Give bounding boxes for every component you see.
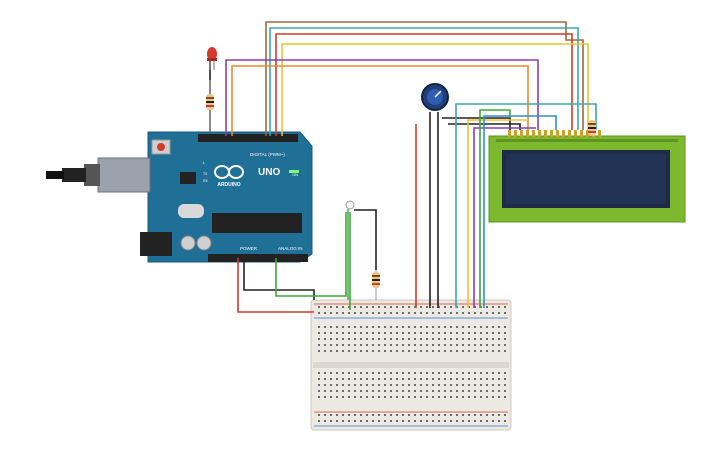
wires [209,21,597,313]
on-led-label: ON [292,172,298,177]
wire-black-power [243,258,315,300]
wire-teal-lcd [455,103,597,308]
wire-purple-top [225,59,539,136]
breadboard[interactable] [310,299,512,431]
l-led-label: L [203,161,205,165]
wire-brown [265,21,584,136]
wire-orange-top [231,65,529,136]
analog-pins-label: ANALOG IN [278,246,303,251]
resistor-led[interactable] [206,80,214,132]
digital-pins-label: DIGITAL (PWM~) [250,152,285,157]
wire-yellow-lcd [467,119,528,308]
resistor-photo[interactable] [372,270,380,300]
arduino-model-label: UNO [258,167,280,178]
red-led[interactable] [207,47,217,70]
power-pins-label: POWER [240,246,258,251]
wire-purple-lcd [473,127,536,308]
resistor-lcd[interactable] [588,120,596,136]
photoresistor[interactable] [345,200,355,300]
wire-green-lcd [479,109,511,308]
potentiometer-knob[interactable] [421,83,449,111]
wire-yellow-top [281,43,589,136]
wire-red-power [237,258,314,313]
arduino-uno-board[interactable]: ARDUINO UNO DIGITAL (PWM~) POWER ANALOG … [46,131,313,263]
rx-led-label: RX [203,179,209,183]
wire-blue-lcd [483,115,557,308]
wire-black-photo [354,209,377,270]
tx-led-label: TX [203,172,208,176]
wire-green-analog [275,212,347,297]
breadboard-holes [318,306,506,422]
arduino-logo-icon [214,165,244,179]
wire-teal [269,27,579,136]
lcd-display[interactable] [488,130,686,223]
wire-red-top [275,33,573,136]
arduino-brand-label: ARDUINO [217,182,240,188]
